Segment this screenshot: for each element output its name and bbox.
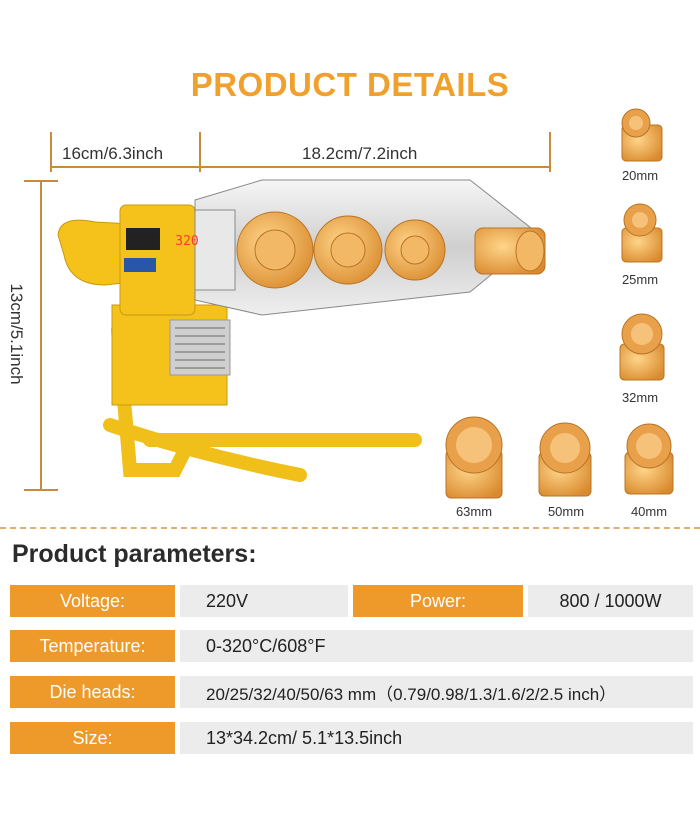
voltage-value: 220V xyxy=(180,585,348,617)
dimension-tick-right xyxy=(549,132,551,172)
die-head-32mm-image xyxy=(619,313,665,381)
dimension-tick-mid xyxy=(199,132,201,172)
voltage-label: Voltage: xyxy=(10,585,175,617)
dimension-tick-bottom xyxy=(24,489,58,491)
die-heads-value: 20/25/32/40/50/63 mm（0.79/0.98/1.3/1.6/2… xyxy=(180,676,693,708)
die-head-50mm-image xyxy=(538,422,592,497)
dimension-height: 13cm/5.1inch xyxy=(7,283,26,385)
dimension-tick-left xyxy=(50,132,52,172)
page-title: PRODUCT DETAILS xyxy=(190,66,510,103)
temperature-display: 320 xyxy=(175,234,199,249)
temperature-value: 0-320°C/608°F xyxy=(180,630,693,662)
die-head-20mm-label: 20mm xyxy=(621,168,659,183)
dimension-left-width: 16cm/6.3inch xyxy=(62,144,164,163)
die-head-63mm-label: 63mm xyxy=(455,504,493,519)
die-head-40mm-label: 40mm xyxy=(630,504,668,519)
temperature-label: Temperature: xyxy=(10,630,175,662)
dimension-line-top xyxy=(50,166,550,168)
die-head-25mm-label: 25mm xyxy=(621,272,659,287)
pipe-welding-machine-image xyxy=(57,179,546,482)
dimension-right-width: 18.2cm/7.2inch xyxy=(302,144,418,163)
section-divider xyxy=(0,527,700,529)
die-head-63mm-image xyxy=(445,416,503,499)
power-label: Power: xyxy=(353,585,523,617)
size-label: Size: xyxy=(10,722,175,754)
die-head-50mm-label: 50mm xyxy=(547,504,585,519)
dimension-line-vertical xyxy=(40,180,42,490)
die-head-20mm-image xyxy=(621,108,663,162)
die-head-40mm-image xyxy=(624,423,674,495)
die-head-32mm-label: 32mm xyxy=(621,390,659,405)
parameters-title: Product parameters: xyxy=(12,540,257,568)
power-value: 800 / 1000W xyxy=(528,585,693,617)
dimension-tick-top xyxy=(24,180,58,182)
die-heads-label: Die heads: xyxy=(10,676,175,708)
die-head-25mm-image xyxy=(621,203,663,263)
size-value: 13*34.2cm/ 5.1*13.5inch xyxy=(180,722,693,754)
